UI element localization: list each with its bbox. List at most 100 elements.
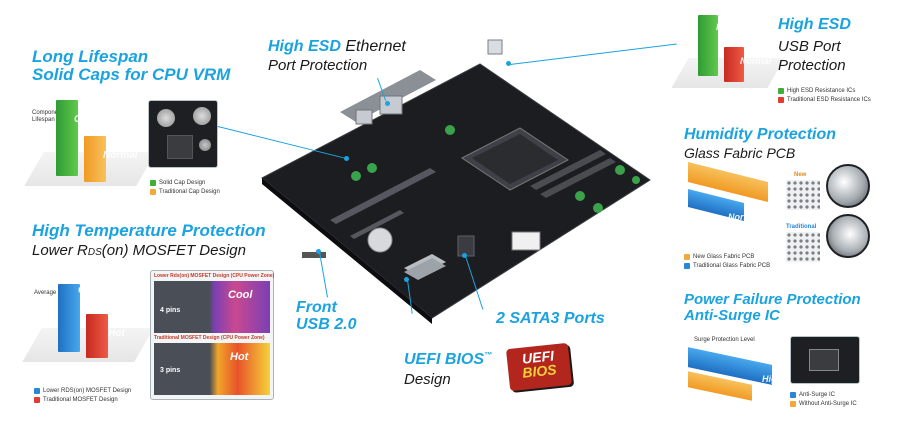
power-failure-axis-label: Surge Protection Level bbox=[694, 337, 755, 343]
legend-label: Traditional MOSFET Design bbox=[43, 396, 118, 403]
humidity-bar-normal-label: Normal bbox=[728, 212, 760, 222]
fiber-closeup-new bbox=[826, 164, 870, 208]
uefi-title: UEFI BIOS™ bbox=[404, 351, 492, 368]
thermal-bottom-pins: 3 pins bbox=[160, 367, 181, 374]
legend-label: New Glass Fabric PCB bbox=[693, 253, 755, 260]
legend-item: Solid Cap Design bbox=[150, 178, 220, 187]
uefi-title-text: UEFI BIOS bbox=[404, 351, 485, 368]
legend-swatch bbox=[34, 387, 40, 394]
motherboard-pcb bbox=[261, 63, 651, 319]
legend-swatch bbox=[684, 262, 690, 269]
cpu-socket-inner bbox=[472, 134, 558, 184]
high-temp-axis-label: Average Temp. bbox=[34, 290, 75, 296]
legend-swatch bbox=[790, 391, 796, 398]
capacitor bbox=[351, 171, 361, 181]
usb-port bbox=[355, 109, 373, 125]
ram-slot bbox=[530, 150, 606, 190]
high-temp-bar-hot bbox=[86, 314, 108, 358]
fiber-closeup-traditional bbox=[826, 214, 870, 258]
capacitor-icon bbox=[157, 109, 175, 127]
lifespan-bar-good-label: Good bbox=[74, 114, 101, 125]
lifespan-axis-label: Component Lifespan bbox=[32, 110, 63, 124]
usb-esd-bar-normal-label: Normal bbox=[740, 56, 772, 66]
high-temp-subtitle: Lower RDS(on) MOSFET Design bbox=[32, 242, 246, 259]
lifespan-bar-normal bbox=[84, 136, 106, 182]
ethernet-subtitle: Port Protection bbox=[268, 57, 368, 74]
thermal-cool-label: Cool bbox=[228, 289, 253, 301]
high-temp-bar-hot-label: Hot bbox=[108, 328, 125, 339]
front-usb-header bbox=[302, 252, 326, 258]
usb-esd-bar-normal bbox=[724, 47, 744, 82]
humidity-legend: New Glass Fabric PCB Traditional Glass F… bbox=[684, 252, 770, 270]
power-failure-title-line2: Anti-Surge IC bbox=[684, 307, 780, 325]
legend-label: Solid Cap Design bbox=[159, 179, 206, 186]
legend-swatch bbox=[684, 253, 690, 260]
callout-dot-heatsink bbox=[404, 277, 409, 282]
lifespan-bar-normal-label: Normal bbox=[103, 150, 138, 161]
lifespan-axis-label-line1: Component bbox=[32, 110, 64, 116]
usb-port-rear bbox=[487, 39, 503, 55]
high-temp-bar-cool-label: Cool bbox=[78, 285, 101, 296]
legend-label: Traditional Cap Design bbox=[159, 188, 220, 195]
callout-dot-ethernet bbox=[385, 101, 390, 106]
callout-dot-lifespan bbox=[344, 156, 349, 161]
legend-item: New Glass Fabric PCB bbox=[684, 252, 770, 261]
thermal-hot-label: Hot bbox=[230, 351, 249, 363]
legend-swatch bbox=[34, 396, 40, 403]
pcb-grid-traditional bbox=[786, 232, 820, 262]
capacitor-closeup-photo bbox=[148, 100, 218, 168]
thermal-bottom-image: 3 pins Hot bbox=[154, 343, 270, 395]
lifespan-legend: Solid Cap Design Traditional Cap Design bbox=[150, 178, 220, 196]
high-temp-legend: Lower RDS(on) MOSFET Design Traditional … bbox=[34, 386, 131, 404]
usb-esd-bar-high-label: High bbox=[716, 22, 736, 32]
capacitor bbox=[632, 176, 640, 184]
humidity-title: Humidity Protection bbox=[684, 126, 837, 143]
front-usb-title-line2: USB 2.0 bbox=[296, 316, 357, 334]
lifespan-axis-label-line2: Lifespan bbox=[32, 117, 55, 124]
chip-icon bbox=[167, 135, 193, 159]
capacitor bbox=[367, 163, 377, 173]
thermal-top-image: 4 pins Cool bbox=[154, 281, 270, 333]
legend-swatch bbox=[778, 96, 784, 103]
uefi-bios-logo: UEFI BIOS bbox=[505, 342, 573, 392]
humidity-bar-high-label: High bbox=[756, 200, 776, 210]
thermal-comparison-panel: Lower Rds(on) MOSFET Design (CPU Power Z… bbox=[150, 270, 274, 400]
ethernet-title-rest: Ethernet bbox=[340, 38, 406, 55]
motherboard-pcb-edge bbox=[262, 178, 432, 324]
legend-label: Without Anti-Surge IC bbox=[799, 400, 857, 407]
capacitor bbox=[615, 165, 625, 175]
callout-dot-usb-esd bbox=[506, 61, 511, 66]
legend-swatch bbox=[150, 188, 156, 195]
power-failure-legend: Anti-Surge IC Without Anti-Surge IC bbox=[790, 390, 857, 408]
legend-label: Traditional Glass Fabric PCB bbox=[693, 262, 771, 269]
heatsink-fins bbox=[404, 258, 446, 280]
lifespan-chart: Component Lifespan Good Normal bbox=[24, 92, 156, 204]
legend-label: Anti-Surge IC bbox=[799, 391, 836, 398]
legend-swatch bbox=[790, 400, 796, 407]
legend-swatch bbox=[150, 179, 156, 186]
ethernet-title-bold: High ESD bbox=[268, 38, 341, 55]
capacitor-icon bbox=[193, 107, 211, 125]
legend-item: Traditional Glass Fabric PCB bbox=[684, 261, 770, 270]
usb-esd-subtitle-line2: Protection bbox=[778, 56, 846, 74]
high-temp-bar-cool bbox=[58, 284, 80, 352]
humidity-subtitle: Glass Fabric PCB bbox=[684, 145, 796, 161]
callout-dot-sata bbox=[462, 253, 467, 258]
capacitor bbox=[593, 203, 603, 213]
legend-item: Traditional ESD Resistance ICs bbox=[778, 95, 871, 104]
sata-title: 2 SATA3 Ports bbox=[496, 310, 605, 327]
ram-slot bbox=[540, 158, 616, 198]
thermal-bottom-caption: Traditional MOSFET Design (CPU Power Zon… bbox=[154, 335, 265, 341]
pcb-grid-new bbox=[786, 180, 820, 210]
ethernet-port bbox=[379, 95, 403, 115]
legend-item: High ESD Resistance ICs bbox=[778, 86, 871, 95]
lifespan-title-line1: Long Lifespan bbox=[32, 47, 149, 66]
ethernet-title: High ESD Ethernet bbox=[268, 38, 406, 55]
power-failure-title-line1: Power Failure Protection bbox=[684, 291, 861, 308]
lifespan-title-line2: Solid Caps for CPU VRM bbox=[32, 65, 231, 85]
uefi-trademark: ™ bbox=[484, 350, 493, 360]
legend-item: Traditional Cap Design bbox=[150, 187, 220, 196]
legend-label: Lower RDS(on) MOSFET Design bbox=[43, 387, 132, 394]
usb-esd-bar-high bbox=[698, 15, 718, 76]
thermal-top-pins: 4 pins bbox=[160, 307, 181, 314]
